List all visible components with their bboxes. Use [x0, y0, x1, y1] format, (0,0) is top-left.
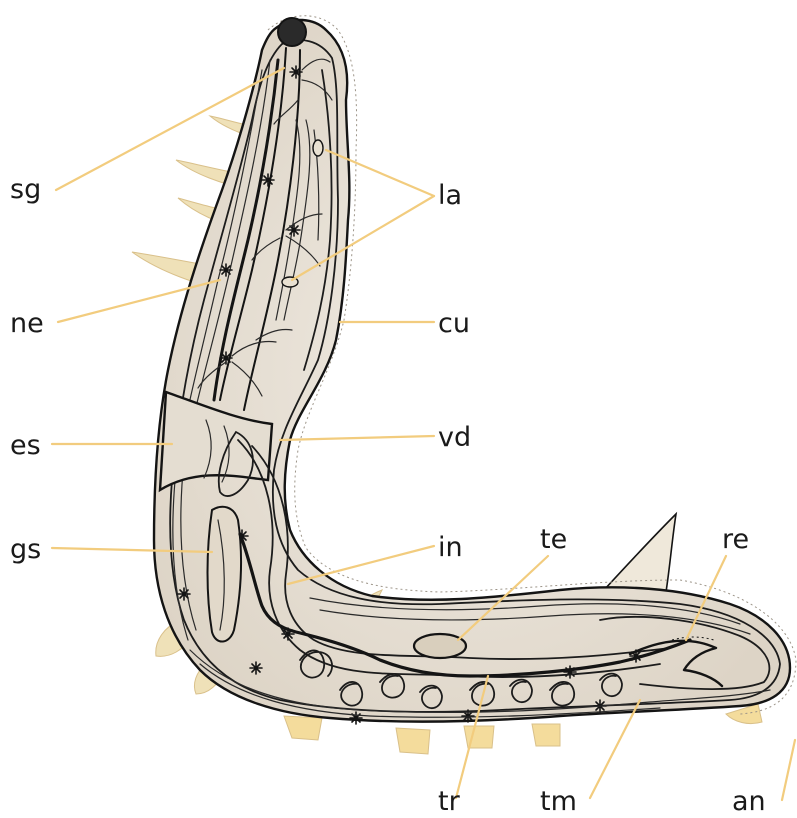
label-cu: cu	[438, 308, 470, 339]
foot	[396, 728, 430, 754]
label-re: re	[722, 524, 749, 555]
foot	[284, 716, 322, 740]
label-sg: sg	[10, 174, 41, 205]
label-te: te	[540, 524, 567, 555]
label-tr: tr	[438, 786, 461, 817]
lateral-alveola	[313, 140, 323, 156]
testis	[414, 634, 466, 658]
leader-an	[782, 740, 795, 800]
label-an: an	[732, 786, 766, 817]
label-ne: ne	[10, 308, 44, 339]
label-es: es	[10, 430, 41, 461]
label-tm: tm	[540, 786, 577, 817]
dorsal-spine	[604, 514, 676, 592]
supraesophageal-ganglion	[278, 18, 306, 46]
label-gs: gs	[10, 534, 41, 565]
foot	[532, 724, 560, 746]
label-in: in	[438, 532, 463, 563]
label-la: la	[438, 180, 462, 211]
body	[154, 16, 796, 722]
label-vd: vd	[438, 422, 471, 453]
foot	[464, 726, 494, 748]
leader-vd	[280, 436, 434, 440]
body-outline	[154, 20, 790, 722]
